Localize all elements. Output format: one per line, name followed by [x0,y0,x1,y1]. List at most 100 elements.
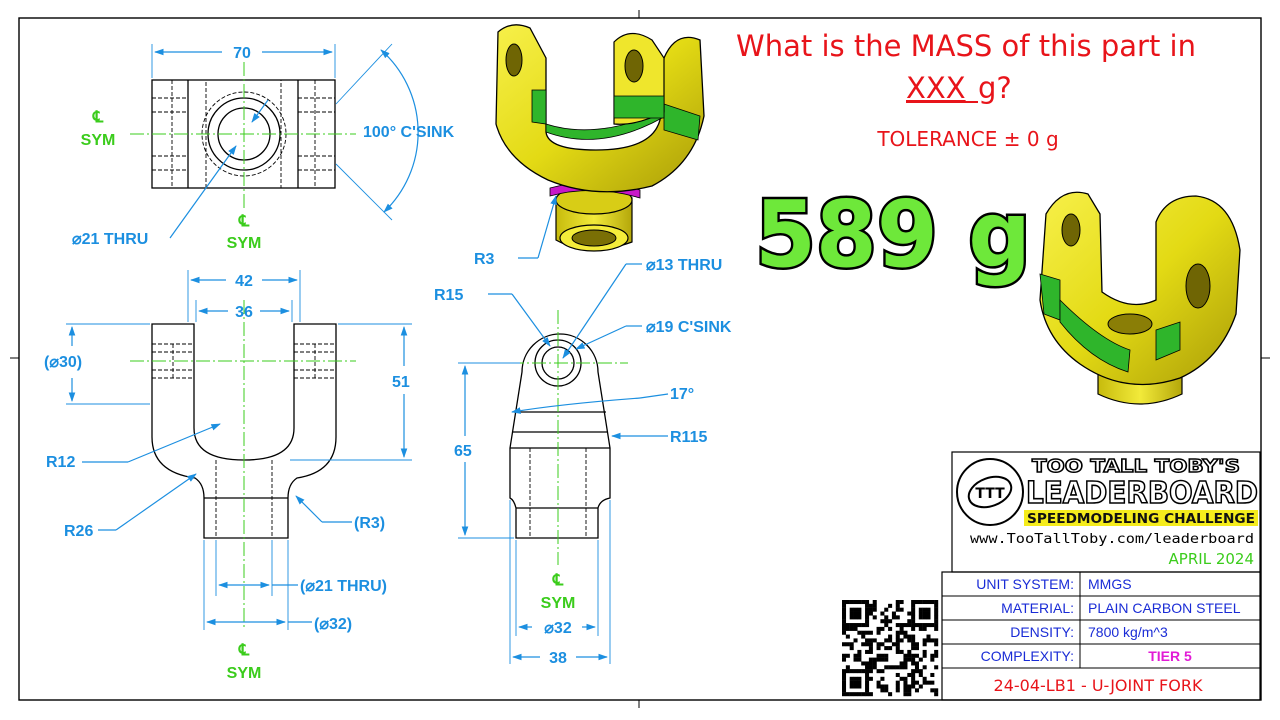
qr-module [895,603,900,608]
qr-module [934,623,939,628]
qr-module [876,642,881,647]
front-view-dims: 42 36 (⌀30) 51 R12 R26 (R3) (⌀21 THRU) [44,270,412,682]
qr-module [853,600,858,605]
qr-module [872,607,877,612]
logo-line3: SPEEDMODELING CHALLENGE [1027,512,1255,527]
qr-module [872,638,877,643]
qr-module [865,692,870,697]
qr-module [934,600,939,605]
qr-module [922,600,927,605]
qr-module [895,634,900,639]
qr-module [903,623,908,628]
qr-module [926,600,931,605]
qr-module [845,692,850,697]
qr-module [876,669,881,674]
qr-module [849,607,854,612]
qr-module [880,642,885,647]
qr-module [865,615,870,620]
qr-module [922,676,927,681]
qr-module [884,619,889,624]
qr-module [849,611,854,616]
tb-material-label: MATERIAL: [1001,600,1074,616]
question-xxx: XXX [906,71,966,105]
qr-module [926,638,931,643]
qr-module [865,607,870,612]
qr-module [861,661,866,666]
qr-module [845,623,850,628]
qr-module [930,657,935,662]
qr-module [876,646,881,651]
qr-module [880,653,885,658]
qr-module [861,600,866,605]
qr-module [880,684,885,689]
qr-module [842,603,847,608]
qr-module [918,611,923,616]
sym-label-front: SYM [227,665,262,682]
centerline-symbol-top-bottom: ℄ [238,213,250,230]
qr-code[interactable] [842,600,939,697]
qr-module [930,623,935,628]
qr-module [876,653,881,658]
tolerance-text: TOLERANCE ± 0 g [876,127,1058,151]
qr-module [842,600,847,605]
qr-module [922,649,927,654]
qr-module [872,603,877,608]
qr-module [865,642,870,647]
sym-label-top-bottom: SYM [227,235,262,252]
qr-module [895,642,900,647]
qr-module [853,638,858,643]
logo-url[interactable]: www.TooTallToby.com/leaderboard [970,532,1254,547]
dim-top-hole: ⌀21 THRU [72,231,148,248]
qr-module [895,630,900,635]
qr-module [903,684,908,689]
qr-module [914,623,919,628]
qr-module [934,665,939,670]
qr-module [903,676,908,681]
qr-module [845,653,850,658]
qr-module [891,642,896,647]
qr-module [857,680,862,685]
qr-module [899,649,904,654]
qr-module [857,676,862,681]
sym-label-side: SYM [541,595,576,612]
qr-module [849,626,854,631]
qr-module [903,634,908,639]
qr-module [842,642,847,647]
dim-bottom-hole: (⌀21 THRU) [300,578,387,595]
qr-module [849,692,854,697]
qr-module [865,630,870,635]
qr-module [918,615,923,620]
qr-module [853,615,858,620]
question-rest: g? [978,71,1012,105]
qr-module [868,661,873,666]
qr-module [876,684,881,689]
dim-side-height: 65 [454,443,472,460]
qr-module [849,615,854,620]
qr-module [911,680,916,685]
qr-module [842,688,847,693]
dim-front-outer: 42 [235,273,253,290]
qr-module [934,611,939,616]
qr-module [865,600,870,605]
qr-module [907,634,912,639]
qr-module [888,619,893,624]
qr-module [934,619,939,624]
qr-module [934,626,939,631]
dim-side-width: 38 [549,650,567,667]
tb-complexity-value: TIER 5 [1148,648,1192,664]
qr-module [895,646,900,651]
qr-module [845,642,850,647]
qr-module [853,611,858,616]
qr-module [888,626,893,631]
qr-module [853,607,858,612]
qr-module [926,634,931,639]
qr-module [842,657,847,662]
side-view-dims: R15 ⌀13 THRU ⌀19 C'SINK 17° R115 65 ⌀32 … [434,257,732,667]
qr-module [907,657,912,662]
qr-module [922,623,927,628]
qr-module [911,646,916,651]
qr-module [922,680,927,685]
qr-module [884,665,889,670]
qr-module [842,692,847,697]
qr-module [918,623,923,628]
